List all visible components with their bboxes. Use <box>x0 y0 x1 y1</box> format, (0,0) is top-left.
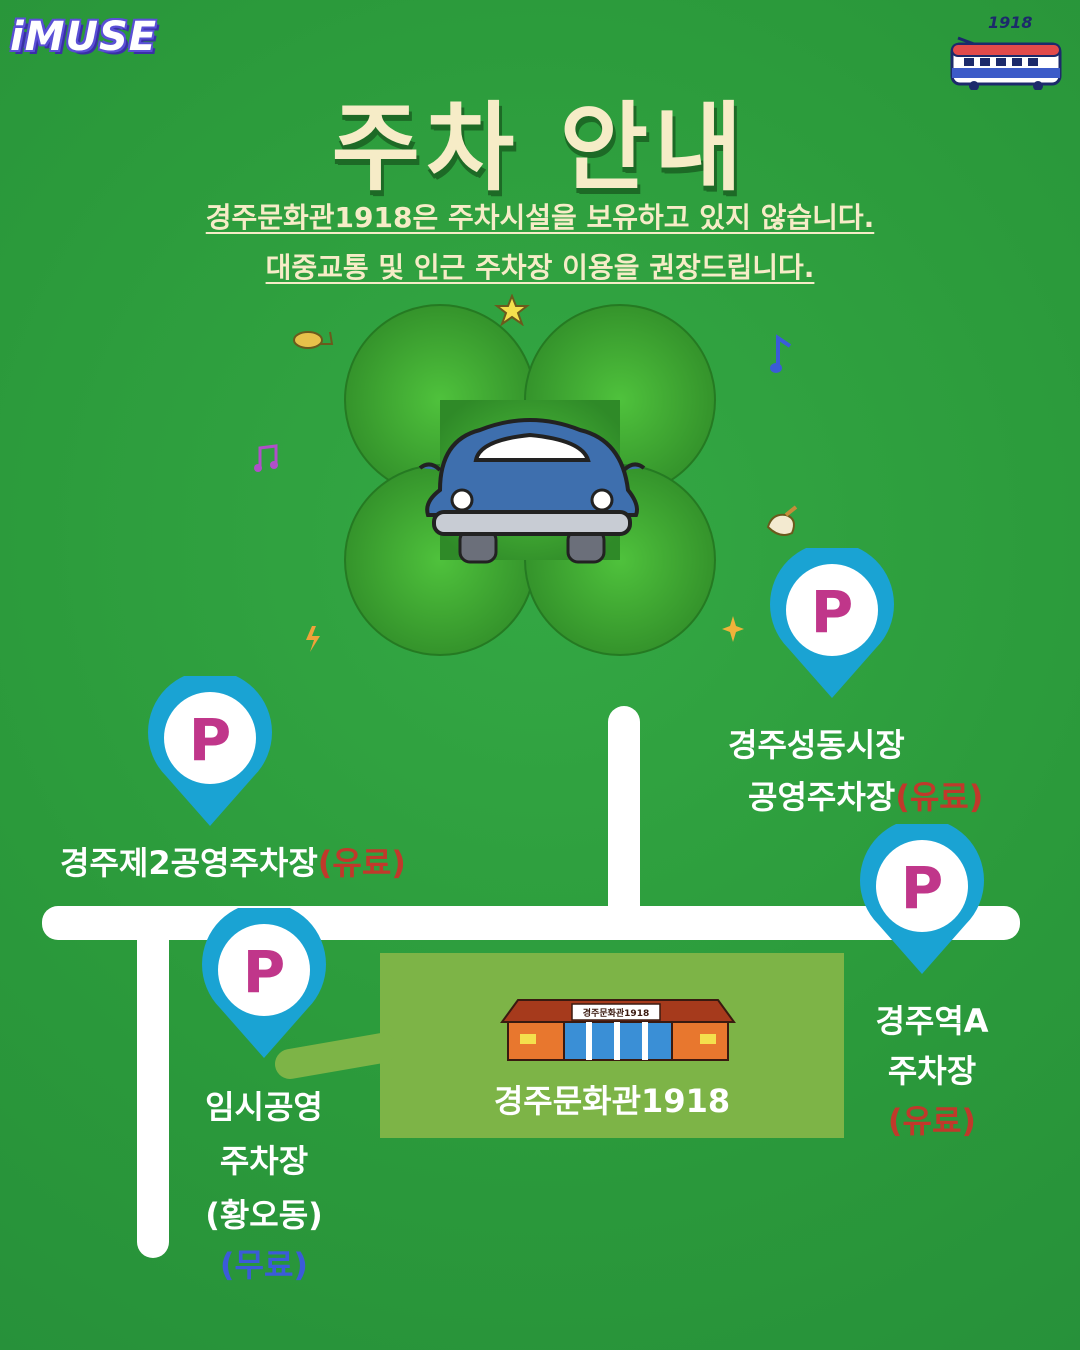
road-vertical-middle <box>608 706 640 926</box>
train-icon: 1918 <box>950 13 1062 90</box>
parking-p-label: P <box>901 854 944 922</box>
parking-pin-station[interactable]: P <box>860 824 984 974</box>
star-icon <box>494 294 530 326</box>
lot-fee-paid: (유료) <box>317 844 406 882</box>
parking-p-label: P <box>189 706 232 774</box>
parking-label-temp-fee: (무료) <box>219 1246 309 1284</box>
parking-label-jeil: 경주제2공영주차장(유료) <box>60 836 500 890</box>
train-number: 1918 <box>988 13 1033 32</box>
venue-sign: 경주문화관1918 <box>583 1007 649 1019</box>
venue-name: 경주문화관1918 <box>493 1082 731 1120</box>
parking-pin-temp[interactable]: P <box>202 908 326 1058</box>
car-icon <box>418 418 646 564</box>
parking-label-seongdong-line2: 공영주차장(유료) <box>748 770 1068 824</box>
page-title: 주차 안내 <box>331 92 749 204</box>
parking-label-station-line2: 주차장 <box>887 1052 977 1090</box>
venue-connector <box>275 1033 394 1079</box>
snail-icon <box>293 331 334 349</box>
parking-label-temp-line2: 주차장 <box>219 1142 309 1180</box>
parking-label-temp-line1: 임시공영 <box>205 1088 323 1126</box>
ice-cream-icon <box>766 505 798 536</box>
parking-label-station-fee: (유료) <box>887 1102 977 1140</box>
lightning-icon <box>306 626 320 652</box>
imuse-logo: iMUSE <box>10 14 158 60</box>
road-horizontal <box>42 906 1020 940</box>
venue-building-icon: 경주문화관1918 <box>500 999 736 1061</box>
parking-pin-jeil[interactable]: P <box>148 676 272 826</box>
music-note-icon <box>770 334 792 373</box>
lot-name: 공영주차장 <box>748 778 896 816</box>
parking-p-label: P <box>811 578 854 646</box>
lot-name: 경주제2공영주차장 <box>60 844 318 882</box>
parking-label-station-line1: 경주역A <box>875 1002 989 1040</box>
notice-line-1: 경주문화관1918은 주차시설을 보유하고 있지 않습니다. <box>205 201 875 234</box>
parking-label-temp-line3: (황오동) <box>205 1196 323 1234</box>
music-notes-icon <box>254 444 278 472</box>
parking-label-seongdong-line1: 경주성동시장 <box>728 726 905 764</box>
parking-pin-seongdong[interactable]: P <box>770 548 894 698</box>
notice-line-2: 대중교통 및 인근 주차장 이용을 권장드립니다. <box>265 251 815 284</box>
sparkle-icon <box>722 616 744 642</box>
clover-car-illustration <box>344 304 716 656</box>
lot-fee-paid: (유료) <box>895 778 984 816</box>
parking-p-label: P <box>243 938 286 1006</box>
road-vertical-left <box>137 920 169 1258</box>
